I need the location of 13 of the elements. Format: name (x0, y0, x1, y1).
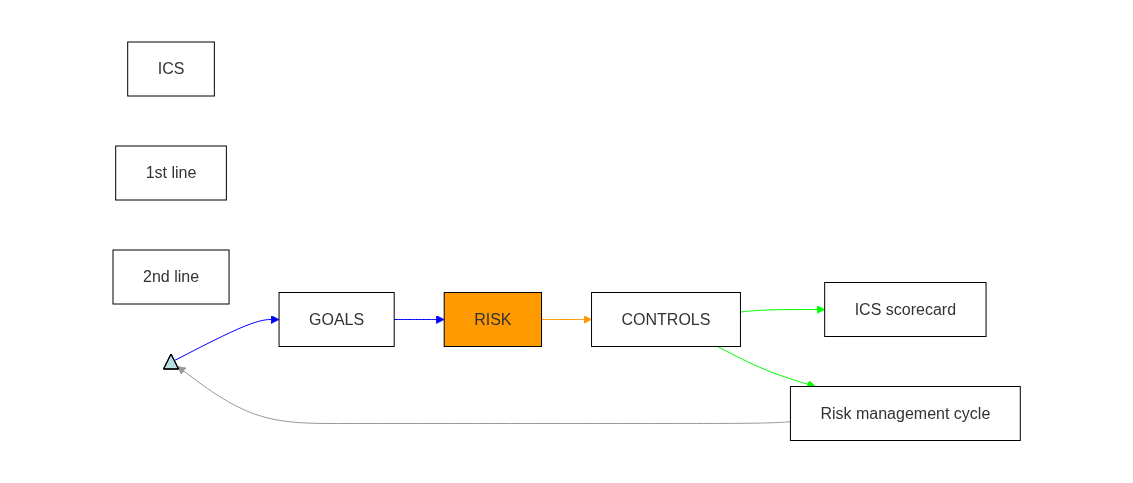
node-box: CONTROLS (590, 292, 741, 348)
node-box: RISK (443, 292, 542, 348)
node-box: Risk management cycle (789, 386, 1021, 442)
node-box: ICS scorecard (824, 282, 987, 338)
arrow (393, 315, 445, 325)
arrow (176, 366, 791, 425)
node-box: 2nd line (112, 249, 230, 305)
node-box: GOALS (278, 292, 395, 348)
node-box: 1st line (115, 145, 227, 201)
arrow (739, 305, 825, 315)
arrow (540, 315, 592, 325)
node-box: ICS (127, 41, 215, 97)
arrow (173, 315, 280, 362)
